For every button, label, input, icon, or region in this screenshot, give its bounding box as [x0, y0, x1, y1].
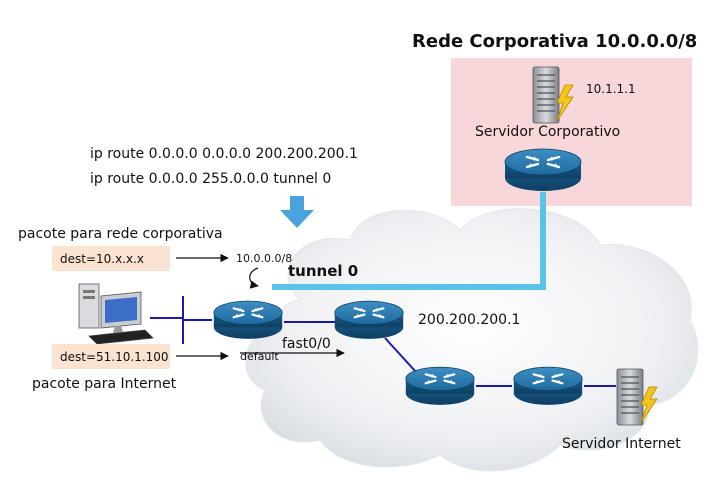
corp-packet-caption: pacote para rede corporativa — [18, 226, 223, 242]
router-icon[interactable] — [503, 148, 583, 192]
corp-packet-dest: dest=10.x.x.x — [60, 252, 144, 266]
internet-packet-dest: dest=51.10.1.100 — [60, 350, 169, 364]
tunnel-line — [272, 192, 546, 290]
corporate-server-ip: 10.1.1.1 — [586, 82, 636, 96]
pc-icon[interactable] — [78, 283, 154, 345]
router-icon[interactable] — [333, 300, 405, 340]
route-curve-arrow — [249, 267, 259, 289]
router-icon[interactable] — [512, 366, 584, 406]
router-icon[interactable] — [404, 366, 476, 406]
router-icon[interactable] — [212, 300, 284, 340]
default-label: default — [240, 350, 279, 363]
next-hop-label: 200.200.200.1 — [418, 312, 520, 328]
internet-packet-caption: pacote para Internet — [32, 376, 177, 392]
corporate-server-label: Servidor Corporativo — [475, 124, 620, 140]
route-line-2: ip route 0.0.0.0 255.0.0.0 tunnel 0 — [90, 171, 331, 187]
interface-label: fast0/0 — [282, 336, 331, 352]
down-arrow-icon — [280, 196, 314, 228]
internet-packet-box — [52, 344, 170, 369]
corp-packet-box — [52, 246, 170, 271]
internet-cloud — [245, 208, 699, 472]
tunnel-label: tunnel 0 — [288, 262, 358, 280]
route-target-label: 10.0.0.0/8 — [236, 252, 292, 265]
route-line-1: ip route 0.0.0.0 0.0.0.0 200.200.200.1 — [90, 146, 358, 162]
link-isp-core — [384, 337, 417, 373]
internet-server-label: Servidor Internet — [562, 436, 681, 452]
corporate-title: Rede Corporativa 10.0.0.0/8 — [412, 31, 697, 52]
